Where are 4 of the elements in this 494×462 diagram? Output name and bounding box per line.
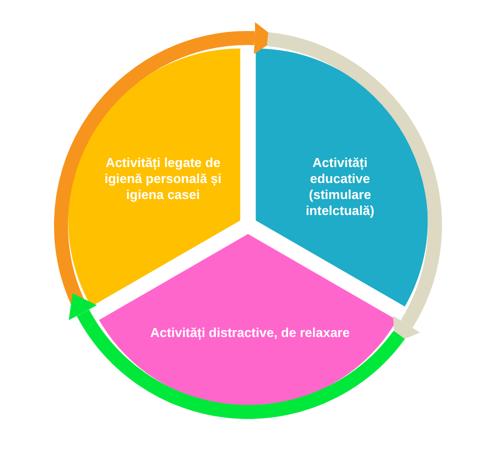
segment-label: Activități legate de igienă personală și igiena casei <box>103 155 223 203</box>
segment-label: Activități educative (stimulare intelctuală) <box>304 155 376 219</box>
segment-label: Activități distractive, de relaxare <box>149 325 351 341</box>
curved-arrow <box>69 294 405 419</box>
